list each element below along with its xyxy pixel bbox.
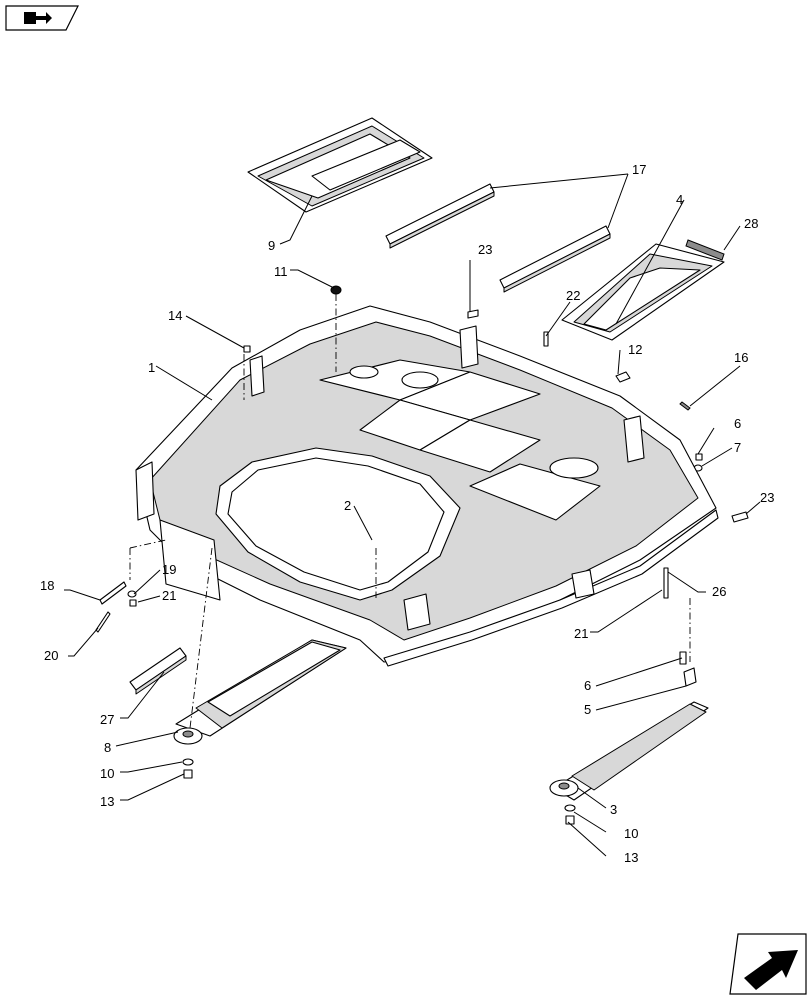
callout-18: 18 [40, 578, 54, 593]
callout-26: 26 [712, 584, 726, 599]
callout-9: 9 [268, 238, 275, 253]
part-27-seal-strip [129, 647, 187, 695]
part-3-right-tray [549, 701, 709, 801]
callout-5: 5 [584, 702, 591, 717]
callout-14: 14 [168, 308, 182, 323]
callout-8: 8 [104, 740, 111, 755]
callout-4: 4 [676, 192, 683, 207]
callout-2: 2 [344, 498, 351, 513]
callout-19: 19 [162, 562, 176, 577]
callout-6b: 6 [584, 678, 591, 693]
part-4-right-panel [561, 243, 725, 341]
book-arrow-icon[interactable] [5, 5, 79, 31]
part-8-left-tray [173, 639, 347, 745]
callout-22: 22 [566, 288, 580, 303]
callout-21b: 21 [574, 626, 588, 641]
callout-10a: 10 [100, 766, 114, 781]
callout-28: 28 [744, 216, 758, 231]
callout-11: 11 [274, 264, 288, 279]
callout-12: 12 [628, 342, 642, 357]
callout-10b: 10 [624, 826, 638, 841]
callout-17: 17 [632, 162, 646, 177]
part-28-seal [685, 239, 725, 261]
next-page-arrow-icon[interactable] [729, 933, 807, 995]
leader-lines [64, 173, 761, 857]
part-9-top-cover [247, 117, 433, 213]
callout-23a: 23 [478, 242, 492, 257]
callout-16: 16 [734, 350, 748, 365]
callout-1: 1 [148, 360, 155, 375]
callout-labels: 1 2 3 4 5 6 6 7 8 9 10 10 11 12 13 13 14… [40, 162, 774, 865]
part-17-seal-strips [385, 183, 611, 293]
callout-7: 7 [734, 440, 741, 455]
callout-13a: 13 [100, 794, 114, 809]
callout-20: 20 [44, 648, 58, 663]
tray-fasteners [95, 567, 697, 825]
callout-13b: 13 [624, 850, 638, 865]
part-1-cab-roof-frame [135, 305, 719, 667]
callout-6a: 6 [734, 416, 741, 431]
callout-3: 3 [610, 802, 617, 817]
callout-21a: 21 [162, 588, 176, 603]
callout-27: 27 [100, 712, 114, 727]
callout-23b: 23 [760, 490, 774, 505]
alignment-lines [129, 294, 691, 729]
